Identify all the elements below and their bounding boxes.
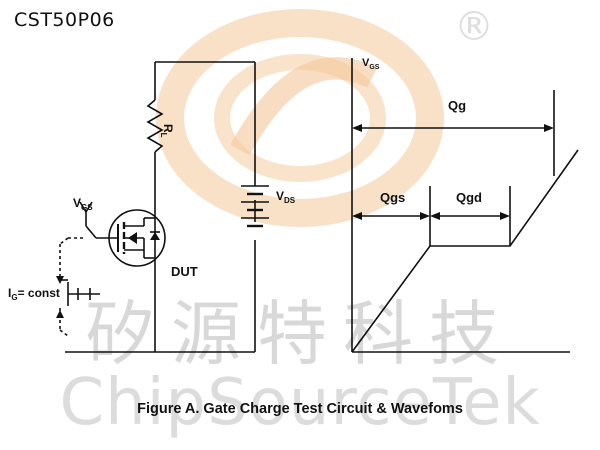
vgs-curve — [351, 149, 579, 353]
ig-label: I — [8, 286, 11, 300]
qg-label: Qg — [448, 98, 466, 113]
svg-text:VGS: VGS — [73, 196, 93, 212]
svg-text:VGS: VGS — [362, 57, 380, 71]
mosfet-gate-arrow — [128, 232, 137, 244]
vds-label-sub: DS — [284, 196, 296, 205]
rl-label: R — [161, 124, 175, 133]
qgd-label: Qgd — [456, 190, 482, 205]
resistor-rl — [146, 99, 164, 153]
ig-label-sub: G — [11, 293, 17, 302]
vgs-label-sub: GS — [81, 203, 93, 212]
svg-text:RL: RL — [159, 124, 175, 138]
figure-caption: Figure A. Gate Charge Test Circuit & Wav… — [137, 401, 463, 417]
vgs-label: V — [73, 196, 81, 210]
svg-text:IG= const: IG= const — [8, 286, 60, 302]
watermark-chinese: 矽源特科技 — [85, 293, 515, 375]
waveform-axis-label-sub: GS — [369, 64, 379, 71]
ig-label-rest: = const — [18, 286, 60, 300]
watermark-english: ChipSourceTek — [59, 366, 541, 440]
dut-label: DUT — [171, 264, 198, 279]
waveform-axis-label: V — [362, 57, 370, 69]
battery-vds — [241, 185, 269, 228]
diode-arrow — [150, 232, 160, 240]
part-number: CST50P06 — [14, 9, 115, 31]
qgs-label: Qgs — [380, 190, 405, 205]
svg-text:VDS: VDS — [276, 189, 296, 205]
vds-label: V — [276, 189, 284, 203]
rl-label-sub: L — [159, 133, 168, 138]
registered-trademark-icon: ® — [454, 4, 494, 50]
